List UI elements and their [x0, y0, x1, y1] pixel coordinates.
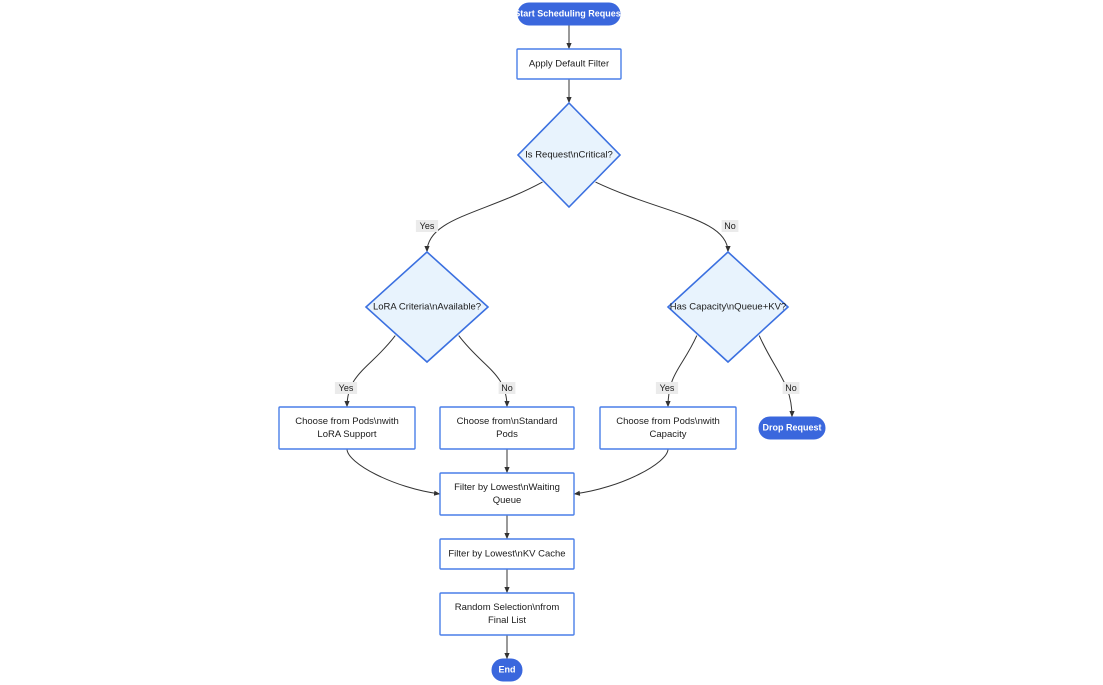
edge-is_request_critical-to-lora_criteria_available [424, 181, 543, 253]
node-is_request_critical[interactable]: Is Request\nCritical? [516, 101, 622, 209]
node-shape-rect [516, 48, 622, 80]
edge-label-background [782, 382, 800, 394]
node-label-choose_lora_pods: Choose from Pods\nwith [295, 416, 399, 427]
edge-label-e7: Yes [655, 382, 679, 394]
node-shape-diamond [666, 250, 790, 364]
edge-is_request_critical-to-has_capacity [595, 181, 731, 253]
edge-has_capacity-to-choose_capacity_pods [665, 335, 698, 408]
edge-label-e6: No [498, 382, 516, 394]
node-label-lora_criteria_available: LoRA Criteria\nAvailable? [373, 302, 481, 313]
node-apply_default_filter[interactable]: Apply Default Filter [516, 48, 622, 80]
edge-label-e5: Yes [334, 382, 358, 394]
node-label-is_request_critical: Is Request\nCritical? [525, 150, 613, 161]
edge-label-text: Yes [420, 221, 435, 231]
edge-label-text: Yes [339, 383, 354, 393]
edge-label-text: No [724, 221, 736, 231]
edge-label-background [655, 382, 679, 394]
node-end[interactable]: End [491, 658, 523, 682]
node-start[interactable]: Start Scheduling Request [514, 2, 624, 26]
edge-choose_capacity_pods-to-filter_waiting_queue [573, 448, 669, 496]
node-label-start: Start Scheduling Request [514, 8, 624, 18]
node-label-random_selection: Random Selection\nfrom [455, 602, 560, 613]
edge-choose_lora_pods-to-filter_waiting_queue [346, 448, 441, 496]
node-shape-rect [439, 538, 575, 570]
edge-label-background [498, 382, 516, 394]
edges-layer [344, 25, 795, 660]
edge-has_capacity-to-drop_request [758, 335, 795, 418]
node-shape-pill [758, 416, 826, 440]
node-label-random_selection: Final List [488, 615, 526, 626]
node-label-choose_lora_pods: LoRA Support [317, 429, 377, 440]
node-label-choose_standard_pods: Pods [496, 429, 518, 440]
node-shape-rect [278, 406, 416, 450]
node-shape-rect [439, 472, 575, 516]
node-label-filter_waiting_queue: Queue [493, 495, 522, 506]
edge-label-background [415, 220, 439, 232]
node-shape-pill [517, 2, 621, 26]
node-label-filter_kv_cache: Filter by Lowest\nKV Cache [448, 549, 565, 560]
edge-label-e3: Yes [415, 220, 439, 232]
node-label-choose_capacity_pods: Capacity [650, 429, 687, 440]
node-shape-rect [599, 406, 737, 450]
edge-label-e4: No [721, 220, 739, 232]
edge-label-text: Yes [660, 383, 675, 393]
node-label-end: End [499, 664, 516, 674]
node-shape-diamond [516, 101, 622, 209]
node-shape-diamond [364, 250, 490, 364]
node-shape-pill [491, 658, 523, 682]
node-drop_request[interactable]: Drop Request [758, 416, 826, 440]
edge-lora_criteria_available-to-choose_lora_pods [344, 335, 396, 408]
node-lora_criteria_available[interactable]: LoRA Criteria\nAvailable? [364, 250, 490, 364]
node-shape-rect [439, 592, 575, 636]
node-has_capacity[interactable]: Has Capacity\nQueue+KV? [666, 250, 790, 364]
node-label-drop_request: Drop Request [762, 422, 821, 432]
edge-label-background [721, 220, 739, 232]
node-label-choose_standard_pods: Choose from\nStandard [457, 416, 558, 427]
edge-label-background [334, 382, 358, 394]
node-label-apply_default_filter: Apply Default Filter [529, 59, 609, 70]
node-label-choose_capacity_pods: Choose from Pods\nwith [616, 416, 720, 427]
edge-label-text: No [785, 383, 797, 393]
node-filter_kv_cache[interactable]: Filter by Lowest\nKV Cache [439, 538, 575, 570]
edge-label-text: No [501, 383, 513, 393]
node-shape-rect [439, 406, 575, 450]
edge-label-e8: No [782, 382, 800, 394]
node-label-filter_waiting_queue: Filter by Lowest\nWaiting [454, 482, 560, 493]
node-label-has_capacity: Has Capacity\nQueue+KV? [670, 302, 786, 313]
edge-lora_criteria_available-to-choose_standard_pods [458, 335, 510, 408]
